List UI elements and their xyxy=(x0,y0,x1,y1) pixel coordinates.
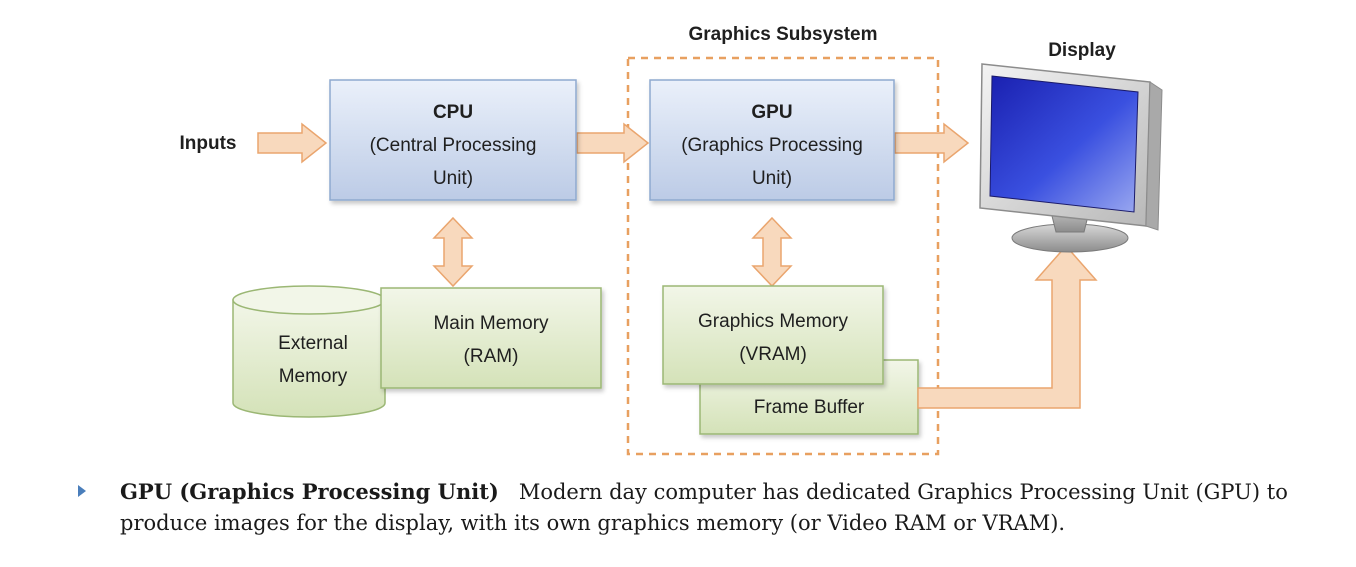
monitor-icon xyxy=(979,63,1163,253)
caption-text: GPU (Graphics Processing Unit)Modern day… xyxy=(120,476,1320,539)
gpu-to-display-arrow xyxy=(894,122,970,164)
graphics-subsystem-label: Graphics Subsystem xyxy=(688,24,877,45)
caption-body: Modern day computer has dedicated Graphi… xyxy=(120,480,1288,535)
main-memory-line2: (RAM) xyxy=(464,346,519,367)
cpu-to-gpu-arrow xyxy=(576,122,650,164)
inputs-label: Inputs xyxy=(180,133,237,154)
graphics-subsystem-diagram: Graphics Subsystem Display Inputs CPU (C… xyxy=(180,24,1163,456)
frame-buffer-to-display-arrow xyxy=(917,244,1098,409)
gpu-memory-double-arrow xyxy=(751,216,793,288)
external-memory-cylinder: External Memory xyxy=(232,285,386,418)
cpu-box: CPU (Central Processing Unit) xyxy=(329,79,577,201)
cpu-line1: (Central Processing xyxy=(370,135,537,156)
graphics-memory-box: Graphics Memory (VRAM) xyxy=(662,285,884,385)
bullet-triangle-icon xyxy=(78,485,86,497)
graphics-memory-line2: (VRAM) xyxy=(739,344,807,365)
graphics-memory-line1: Graphics Memory xyxy=(698,311,848,332)
inputs-to-cpu-arrow xyxy=(257,122,328,164)
graphics-subsystem-boundary xyxy=(626,56,940,456)
external-memory-line2: Memory xyxy=(279,366,348,387)
cpu-line2: Unit) xyxy=(433,168,473,189)
cpu-memory-double-arrow xyxy=(432,216,474,288)
gpu-line2: Unit) xyxy=(752,168,792,189)
cpu-title: CPU xyxy=(433,102,473,123)
caption-term: GPU (Graphics Processing Unit) xyxy=(120,479,499,504)
main-memory-line1: Main Memory xyxy=(433,313,549,334)
main-memory-box: Main Memory (RAM) xyxy=(380,287,602,389)
gpu-box: GPU (Graphics Processing Unit) xyxy=(649,79,895,201)
gpu-title: GPU xyxy=(751,102,792,123)
gpu-line1: (Graphics Processing xyxy=(681,135,863,156)
frame-buffer-label: Frame Buffer xyxy=(754,397,865,418)
display-label: Display xyxy=(1048,40,1116,61)
external-memory-line1: External xyxy=(278,333,348,354)
